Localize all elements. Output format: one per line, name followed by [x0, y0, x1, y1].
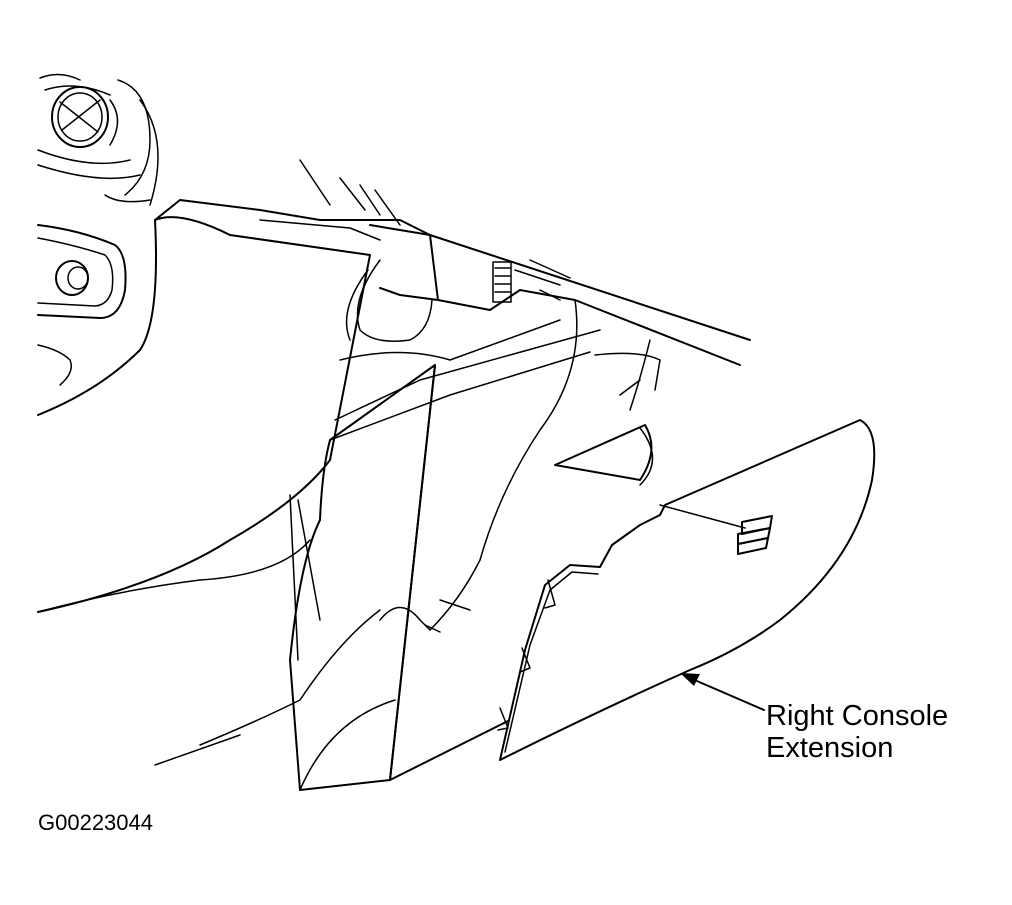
- left-console-panel: [289, 364, 511, 791]
- dash-curve-3: [104, 194, 151, 203]
- callout-label: Right Console Extension: [766, 700, 948, 764]
- floor-line-3: [329, 351, 591, 441]
- lower-curve-1: [37, 539, 311, 613]
- lower-curve-3: [154, 734, 241, 766]
- dash-knob: [37, 73, 141, 180]
- figure-id: G00223044: [38, 810, 153, 835]
- dash-panel-edge: [37, 199, 431, 416]
- floor-detail: [594, 352, 661, 391]
- dash-lower-panel: [37, 216, 371, 613]
- dash-curve-2: [139, 99, 159, 206]
- floor-plate: [554, 424, 653, 481]
- switch-bezel: [37, 224, 127, 386]
- center-stack: [345, 224, 751, 366]
- retainer-clip: [659, 504, 773, 555]
- floor-line-2: [334, 329, 601, 421]
- dash-curve-1: [117, 79, 151, 196]
- floor-plate-curve: [639, 427, 654, 486]
- floor-detail-2: [619, 339, 651, 411]
- dash-hatch-top: [299, 159, 401, 226]
- lower-curve-2: [199, 609, 381, 746]
- callout-arrow: [680, 673, 765, 711]
- callout-line-1: Right Console: [766, 700, 949, 732]
- floor-curve: [429, 299, 578, 631]
- floor-line-1: [339, 319, 561, 361]
- right-console-extension: [497, 419, 876, 761]
- callout-line-2: Extension: [766, 732, 894, 764]
- dash-seam: [259, 219, 381, 241]
